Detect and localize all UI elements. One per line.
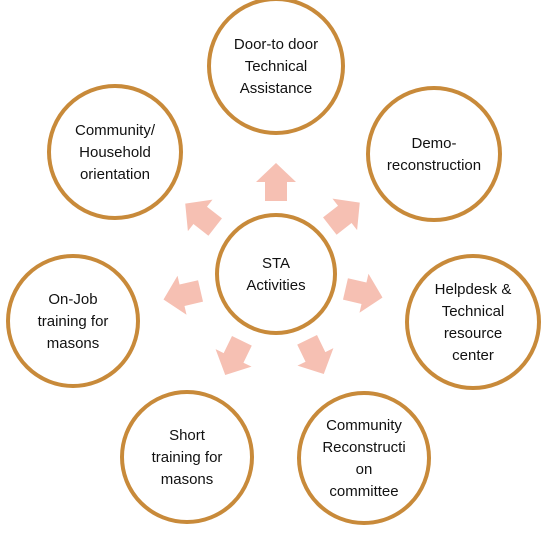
node-helpdesk-label-line: center	[452, 347, 494, 364]
center-node: STA Activities	[215, 213, 337, 335]
node-on-job-training-label-line: masons	[47, 335, 100, 352]
arrow-community-committee	[297, 334, 334, 374]
node-helpdesk-label-line: resource	[444, 325, 502, 342]
center-node-circle	[215, 213, 337, 335]
arrow-helpdesk	[342, 273, 383, 313]
node-community-orientation: Community/Household orientation	[47, 84, 183, 220]
arrow-door-to-door	[256, 163, 296, 201]
node-on-job-training-circle	[6, 254, 140, 388]
arrow-community-orientation	[185, 199, 222, 236]
node-door-to-door-label-line: Technical	[245, 58, 308, 75]
arrows	[163, 163, 383, 375]
node-short-training-label-line: Short	[169, 427, 206, 444]
node-demo-reconstruction-label-line: reconstruction	[387, 157, 481, 174]
node-door-to-door-label-line: Door-to door	[234, 36, 318, 53]
node-community-orientation-label-line: orientation	[80, 166, 150, 183]
node-helpdesk-label-line: Helpdesk &	[435, 281, 512, 298]
node-demo-reconstruction: Demo-reconstruction	[366, 86, 502, 222]
node-demo-reconstruction-label-line: Demo-	[411, 135, 456, 152]
node-short-training-label-line: masons	[161, 471, 214, 488]
node-door-to-door-label-line: Assistance	[240, 80, 313, 97]
node-community-committee-label-line: Reconstructi	[322, 439, 405, 456]
arrow-demo-reconstruction	[323, 198, 360, 235]
node-helpdesk-label-line: Technical	[442, 303, 505, 320]
node-community-orientation-label-line: Household	[79, 144, 151, 161]
node-community-committee-label-line: committee	[329, 483, 398, 500]
node-on-job-training: On-Job training for masons	[6, 254, 140, 388]
arrow-on-job-training	[163, 275, 204, 315]
node-on-job-training-label-line: On-Job	[48, 291, 97, 308]
node-helpdesk-circle	[405, 254, 541, 390]
node-community-committee-label-line: on	[356, 461, 373, 478]
node-short-training-label-line: training for	[152, 449, 223, 466]
node-demo-reconstruction-circle	[366, 86, 502, 222]
arrow-short-training	[215, 335, 252, 375]
node-short-training-circle	[120, 390, 254, 524]
center-node-label-line: Activities	[246, 277, 305, 294]
node-community-committee-circle	[297, 391, 431, 525]
node-community-orientation-label-line: Community/	[75, 122, 156, 139]
node-short-training: Short training for masons	[120, 390, 254, 524]
node-door-to-door-circle	[207, 0, 345, 135]
center-node-label-line: STA	[262, 255, 290, 272]
node-on-job-training-label-line: training for	[38, 313, 109, 330]
node-community-orientation-circle	[47, 84, 183, 220]
node-helpdesk: Helpdesk & Technical resource center	[405, 254, 541, 390]
node-community-committee-label-line: Community	[326, 417, 402, 434]
